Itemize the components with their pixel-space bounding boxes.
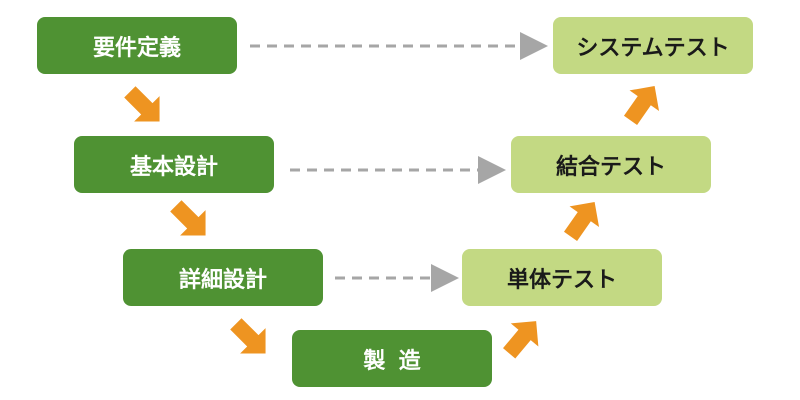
integration-test-box: 結合テスト <box>511 136 711 193</box>
manufacturing-box: 製造 <box>292 330 492 387</box>
flow-arrows <box>124 85 660 359</box>
arrowhead-integration-test <box>478 156 506 184</box>
arrow-basic-design-to-detailed-design <box>170 200 206 236</box>
detailed-design-box: 詳細設計 <box>123 249 323 306</box>
requirements-definition-box: 要件定義 <box>37 17 237 74</box>
arrow-manufacturing-to-unit-test <box>503 321 539 359</box>
unit-test-box: 単体テスト <box>462 249 662 306</box>
arrow-integration-test-to-system-test <box>623 85 660 125</box>
arrow-unit-test-to-integration-test <box>563 201 600 241</box>
system-test-box: システムテスト <box>553 17 753 74</box>
arrowhead-system-test <box>520 32 548 60</box>
arrowhead-unit-test <box>431 264 459 292</box>
basic-design-box: 基本設計 <box>74 136 274 193</box>
dashed-link-arrowheads <box>431 32 548 292</box>
dashed-links <box>250 44 522 280</box>
arrow-requirements-to-basic-design <box>124 86 160 122</box>
arrow-detailed-design-to-manufacturing <box>230 318 266 354</box>
